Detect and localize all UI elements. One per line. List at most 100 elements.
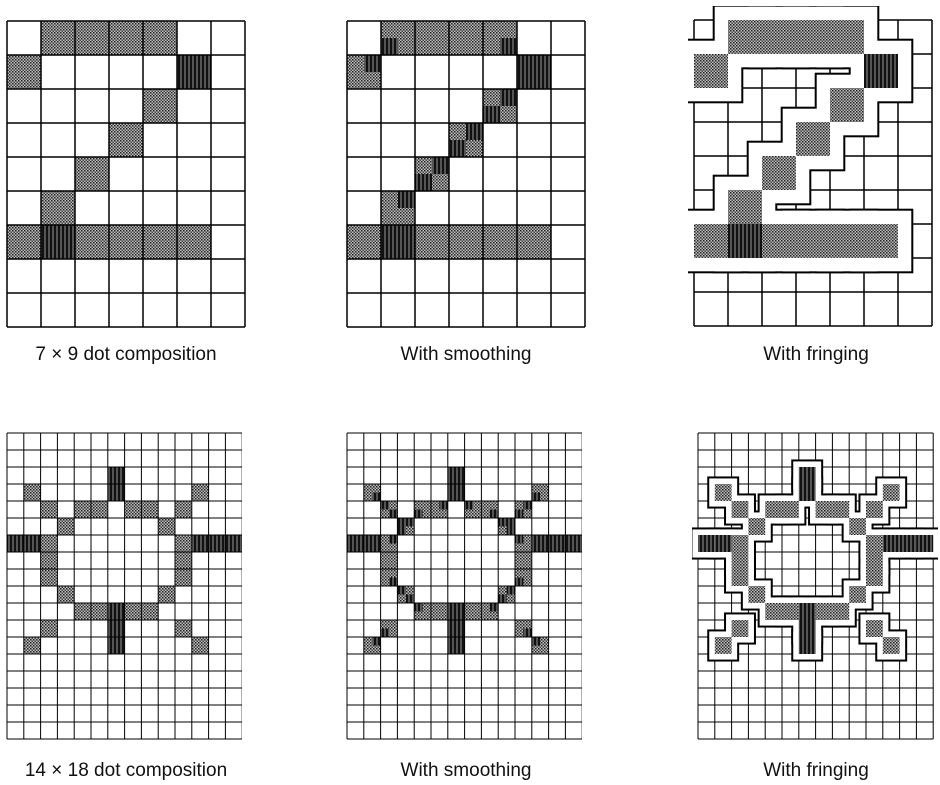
dot (796, 20, 830, 54)
smoothing-dot (414, 603, 422, 612)
dot (143, 21, 177, 55)
smoothing-dot (389, 578, 397, 587)
dot (415, 225, 449, 259)
smoothing-dot (456, 493, 464, 502)
dot (109, 123, 143, 157)
dot (74, 603, 91, 620)
dot-grid-14x18-smoothed (346, 432, 582, 740)
dot (762, 20, 796, 54)
dot (108, 637, 125, 654)
dot (765, 603, 782, 620)
dot (41, 569, 58, 586)
dot (24, 535, 41, 552)
smoothing-dot (406, 518, 414, 527)
dot (75, 157, 109, 191)
dot (832, 603, 849, 620)
dot (799, 484, 816, 501)
dot (448, 603, 465, 620)
dot (864, 54, 898, 88)
dot (7, 55, 41, 89)
dot (762, 156, 796, 190)
dot (799, 620, 816, 637)
smoothing-dot (500, 89, 517, 106)
smoothing-dot (372, 493, 380, 502)
smoothing-dot (490, 510, 498, 519)
dot (849, 518, 866, 535)
dot (158, 586, 175, 603)
dot (347, 225, 381, 259)
smoothing-dot (515, 535, 523, 544)
smoothing-dot (466, 123, 483, 140)
grid-lines (7, 433, 242, 739)
dot (125, 603, 142, 620)
smoothing-dot (415, 174, 432, 191)
dot (515, 552, 532, 569)
dot (796, 122, 830, 156)
dot (141, 603, 158, 620)
dot (381, 225, 415, 259)
dot (192, 484, 209, 501)
smoothing-dot (515, 510, 523, 519)
dot (866, 552, 883, 569)
dot (225, 535, 242, 552)
dot (549, 535, 566, 552)
dot (192, 535, 209, 552)
smoothing-dot (507, 586, 515, 595)
caption-14x18-with-smoothing: With smoothing (316, 760, 616, 782)
dot (698, 535, 715, 552)
dot (7, 225, 41, 259)
dot (748, 518, 765, 535)
smoothing-dot (381, 38, 398, 55)
dot (209, 535, 226, 552)
dot (732, 552, 749, 569)
smoothing-dot (500, 38, 517, 55)
panel-14x18-with-smoothing (346, 432, 582, 740)
dot (449, 21, 483, 55)
panel-14x18-dot-composition (6, 432, 242, 740)
dot (57, 586, 74, 603)
dot (715, 637, 732, 654)
smoothing-dot (397, 518, 405, 527)
smoothing-dot (498, 595, 506, 604)
dot (143, 89, 177, 123)
smoothing-dot (398, 191, 415, 208)
caption-14x18-with-fringing: With fringing (666, 760, 940, 782)
dot (175, 569, 192, 586)
dot (415, 21, 449, 55)
dot (41, 535, 58, 552)
dot (109, 225, 143, 259)
dot (762, 224, 796, 258)
dot (866, 535, 883, 552)
dot (748, 586, 765, 603)
smoothing-dot (372, 637, 380, 646)
dot (75, 225, 109, 259)
smoothing-dot (389, 510, 397, 519)
dot (830, 88, 864, 122)
dot-grid-7x9 (6, 20, 246, 332)
dot (41, 552, 58, 569)
dot (816, 501, 833, 518)
dot (830, 224, 864, 258)
caption-7x9-with-fringing: With fringing (666, 344, 940, 366)
dot (192, 637, 209, 654)
dot-grid-7x9-fringed (688, 6, 938, 332)
dot (849, 586, 866, 603)
dot (728, 224, 762, 258)
smoothing-dot (498, 518, 506, 527)
dot (24, 637, 41, 654)
dot (883, 637, 900, 654)
dot (431, 603, 448, 620)
dot (177, 55, 211, 89)
smoothing-dot (515, 578, 523, 587)
dot (24, 484, 41, 501)
dot (866, 569, 883, 586)
dot (799, 467, 816, 484)
smoothing-dot (432, 157, 449, 174)
dot (41, 620, 58, 637)
dot (732, 569, 749, 586)
dot (41, 191, 75, 225)
dot (728, 190, 762, 224)
smoothing-dot (406, 595, 414, 604)
dot (517, 225, 551, 259)
panel-14x18-with-fringing (692, 432, 938, 740)
